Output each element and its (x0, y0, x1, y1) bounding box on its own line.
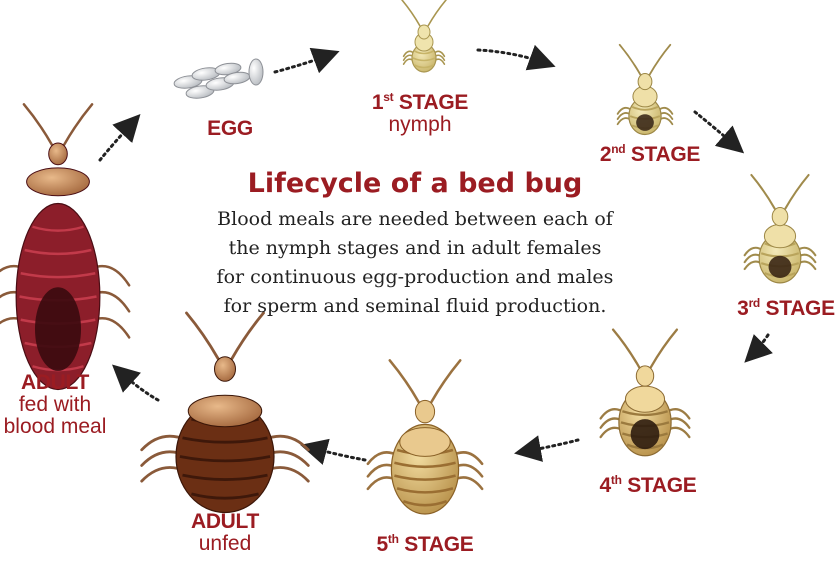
stage4-number: 4 (600, 474, 611, 497)
title-block: Lifecycle of a bed bug Blood meals are n… (215, 168, 615, 321)
nymph-stage2-illustration (618, 45, 673, 135)
stage1-subtitle: nymph (360, 114, 480, 136)
nymph-stage4-illustration (601, 330, 690, 456)
arrow-stage1-to-stage2 (478, 50, 548, 64)
nymph-stage1-illustration (402, 0, 446, 72)
stage5-name: STAGE (404, 533, 473, 556)
eggs-illustration (173, 59, 263, 100)
arrow-stage5-to-adult-unfed (308, 447, 365, 460)
stage1-ordinal: st (383, 90, 393, 104)
arrow-adult-fed-to-egg (100, 120, 135, 160)
label-adult-fed: ADULT fed with blood meal (0, 372, 110, 438)
egg-name: EGG (190, 118, 270, 140)
adult-unfed-subtitle: unfed (175, 533, 275, 555)
label-stage5: 5th STAGE (365, 533, 485, 556)
label-egg: EGG (190, 118, 270, 140)
adult-unfed-name: ADULT (175, 511, 275, 533)
stage3-ordinal: rd (749, 296, 760, 310)
label-stage3: 3rd STAGE (736, 297, 836, 320)
stage1-name: STAGE (399, 91, 468, 114)
stage1-number: 1 (372, 91, 383, 114)
nymph-stage3-illustration (745, 175, 816, 283)
stage2-number: 2 (600, 143, 611, 166)
arrow-adult-unfed-to-adult-fed (118, 370, 158, 400)
stage2-name: STAGE (631, 143, 700, 166)
stage4-name: STAGE (627, 474, 696, 497)
label-adult-unfed: ADULT unfed (175, 511, 275, 555)
stage5-ordinal: th (388, 532, 399, 546)
label-stage2: 2nd STAGE (590, 143, 710, 166)
stage5-number: 5 (377, 533, 388, 556)
adult-fed-name: ADULT (0, 372, 110, 394)
stage4-ordinal: th (611, 473, 622, 487)
stage3-number: 3 (737, 297, 748, 320)
diagram-title: Lifecycle of a bed bug (215, 168, 615, 199)
diagram-description: Blood meals are needed between each of t… (215, 205, 615, 321)
stage2-ordinal: nd (611, 142, 625, 156)
adult-fed-illustration (0, 104, 129, 389)
arrow-stage3-to-stage4 (750, 335, 768, 357)
arrow-egg-to-stage1 (275, 54, 332, 72)
adult-unfed-illustration (142, 313, 309, 513)
stage3-name: STAGE (766, 297, 835, 320)
adult-fed-subtitle-line2: blood meal (0, 416, 110, 438)
label-stage4: 4th STAGE (588, 474, 708, 497)
arrow-stage4-to-stage5 (522, 440, 578, 452)
nymph-stage5-illustration (368, 360, 482, 514)
adult-fed-subtitle-line1: fed with (0, 394, 110, 416)
label-stage1: 1st STAGE nymph (360, 91, 480, 136)
